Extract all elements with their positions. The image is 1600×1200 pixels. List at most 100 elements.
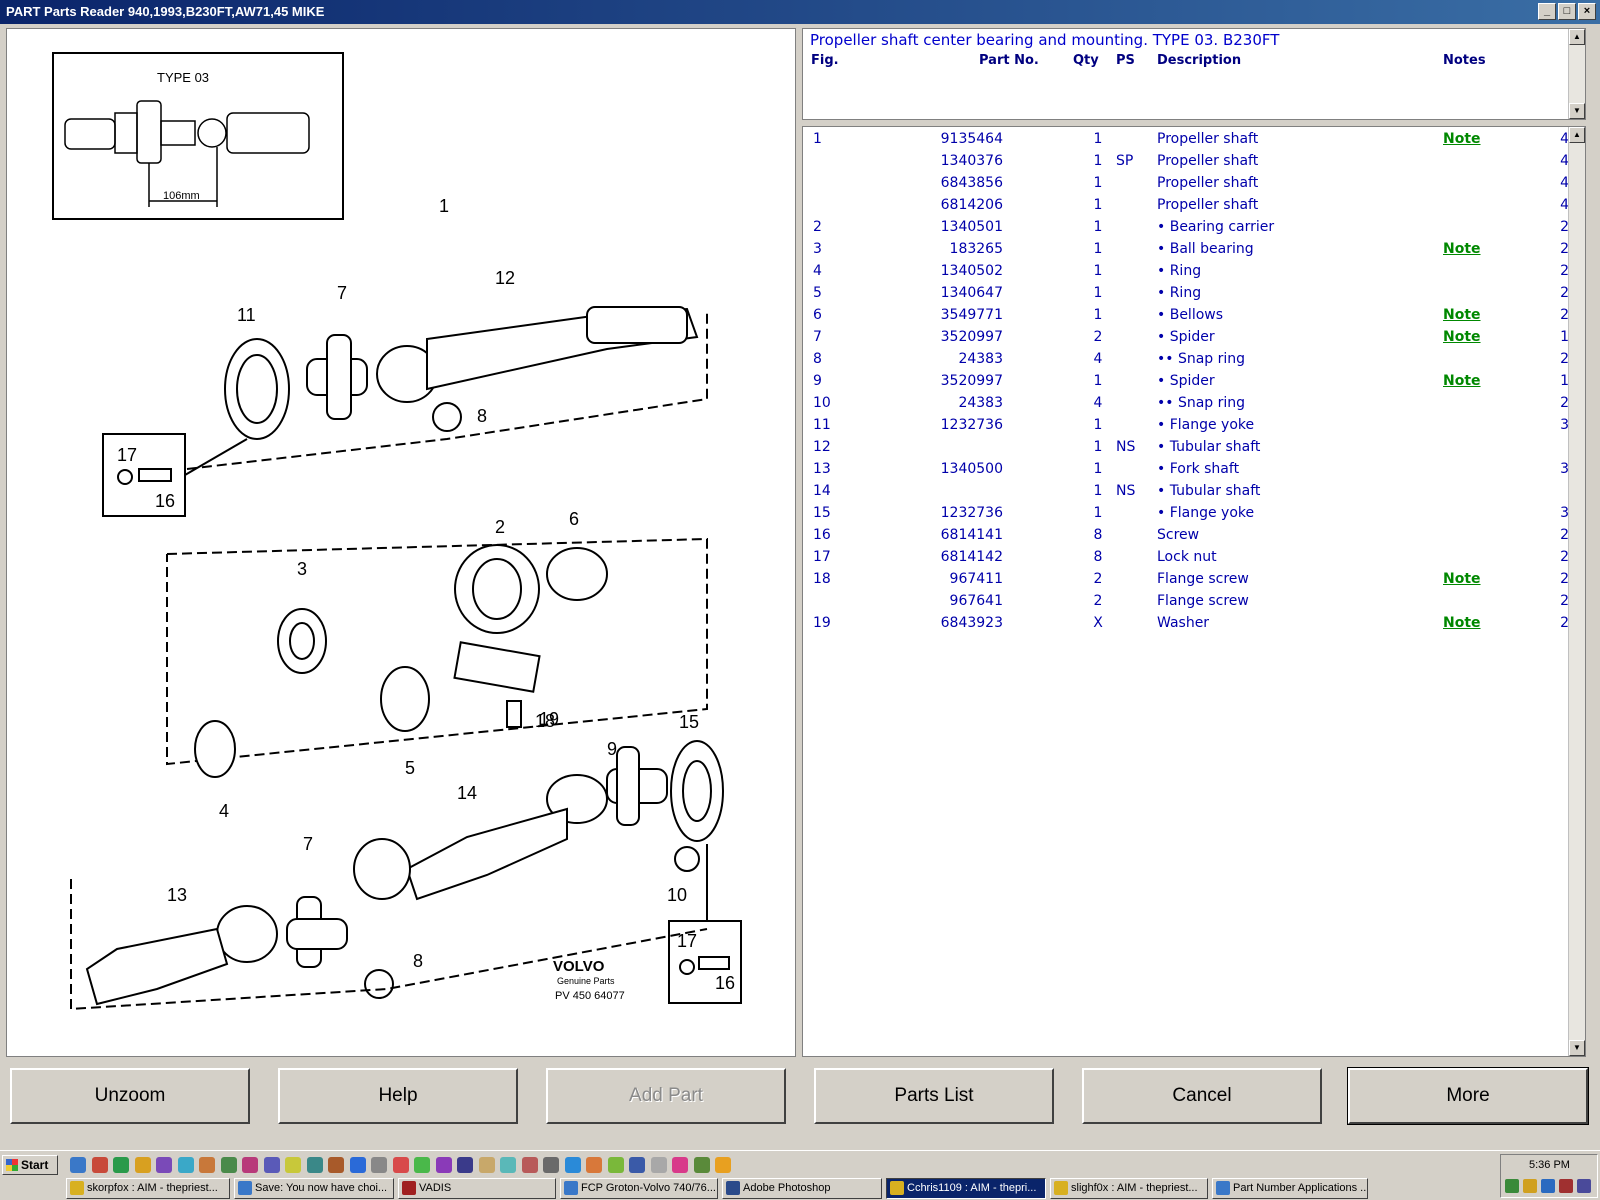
start-button[interactable]: Start [2,1155,58,1175]
parts-list-scrollbar[interactable]: ▲ ▼ [1568,127,1585,1056]
add-part-button[interactable]: Add Part [546,1068,786,1124]
clock[interactable]: 5:36 PM [1529,1159,1570,1171]
taskbar-button[interactable]: FCP Groton-Volvo 740/76... [560,1178,718,1199]
ps-cell: SP [1116,153,1134,169]
quick-launch-icon[interactable] [607,1157,624,1173]
quick-launch-icon[interactable] [435,1157,452,1173]
quick-launch-icon[interactable] [457,1157,473,1173]
taskbar-button[interactable]: Save: You now have choi... [234,1178,394,1199]
quick-launch-icon[interactable] [500,1157,516,1173]
taskbar-button[interactable]: Cchris1109 : AIM - thepri... [886,1178,1046,1199]
scroll-up-icon[interactable]: ▲ [1569,29,1585,45]
help-button[interactable]: Help [278,1068,518,1124]
scroll-up-icon[interactable]: ▲ [1569,127,1585,143]
note-link[interactable]: Note [1443,571,1481,587]
note-link[interactable]: Note [1443,241,1481,257]
quick-launch-icon[interactable] [177,1157,194,1173]
taskbar-button[interactable]: Adobe Photoshop [722,1178,882,1199]
window-title-bar[interactable]: PART Parts Reader 940,1993,B230FT,AW71,4… [0,0,1600,24]
antivirus-icon[interactable] [1559,1179,1573,1193]
fig-cell: 19 [813,615,831,631]
quick-launch-icon[interactable] [414,1157,430,1173]
messenger-icon[interactable] [1541,1179,1555,1193]
note-link[interactable]: Note [1443,329,1481,345]
quick-launch-icon[interactable] [586,1157,602,1173]
quick-launch-icon[interactable] [629,1157,645,1173]
note-link[interactable]: Note [1443,373,1481,389]
quick-launch-icon[interactable] [478,1157,495,1173]
quick-launch-icon[interactable] [392,1157,409,1173]
more-button[interactable]: More [1347,1067,1589,1125]
quick-launch-icon[interactable] [285,1157,301,1173]
quick-launch-icon[interactable] [672,1157,688,1173]
quick-launch-icon[interactable] [113,1157,129,1173]
quick-launch-icon[interactable] [564,1157,581,1173]
parts-list-button[interactable]: Parts List [814,1068,1054,1124]
quick-launch-icon[interactable] [715,1157,731,1173]
quick-launch-icon[interactable] [371,1157,387,1173]
taskbar-button[interactable]: slighf0x : AIM - thepriest... [1050,1178,1208,1199]
quick-launch-icon[interactable] [693,1157,710,1173]
minimize-button[interactable]: _ [1538,3,1556,20]
network-icon[interactable] [1505,1179,1519,1193]
quick-launch-icon[interactable] [263,1157,280,1173]
tray-misc-icon[interactable] [1577,1179,1591,1193]
level-cell: 2 [1560,263,1569,279]
taskbar-button[interactable]: VADIS [398,1178,556,1199]
quick-launch-icon[interactable] [70,1157,86,1173]
quick-launch-icon[interactable] [349,1157,366,1173]
quick-launch-icon[interactable] [521,1157,538,1173]
quick-launch-icon[interactable] [306,1157,323,1173]
note-link[interactable]: Note [1443,307,1481,323]
note-link[interactable]: Note [1443,615,1481,631]
taskbar-button[interactable]: Part Number Applications ... [1212,1178,1368,1199]
exploded-diagram-pane[interactable]: TYPE 03 106mm [6,28,796,1057]
taskbar-button[interactable]: skorpfox : AIM - thepriest... [66,1178,230,1199]
scroll-down-icon[interactable]: ▼ [1569,103,1585,119]
maximize-button[interactable]: □ [1558,3,1576,20]
volume-icon[interactable] [1523,1179,1537,1193]
quick-launch-icon[interactable] [242,1157,258,1173]
close-button[interactable]: × [1578,3,1596,20]
quick-launch-icon[interactable] [543,1157,559,1173]
quick-launch-icon[interactable] [91,1157,108,1173]
unzoom-button[interactable]: Unzoom [10,1068,250,1124]
description-cell: • Spider [1157,329,1215,345]
fig-cell: 1 [813,131,822,147]
quick-launch-icon[interactable] [650,1157,667,1173]
header-scrollbar[interactable]: ▲ ▼ [1568,29,1585,119]
note-link[interactable]: Note [1443,131,1481,147]
scroll-down-icon[interactable]: ▼ [1569,1040,1585,1056]
cancel-button[interactable]: Cancel [1082,1068,1322,1124]
quick-launch-icon[interactable] [156,1157,172,1173]
quick-launch-icon[interactable] [199,1157,215,1173]
quick-launch-icon[interactable] [134,1157,151,1173]
quick-launch-icon[interactable] [220,1157,237,1173]
level-cell: 1 [1560,373,1569,389]
quick-launch-icon[interactable] [328,1157,344,1173]
